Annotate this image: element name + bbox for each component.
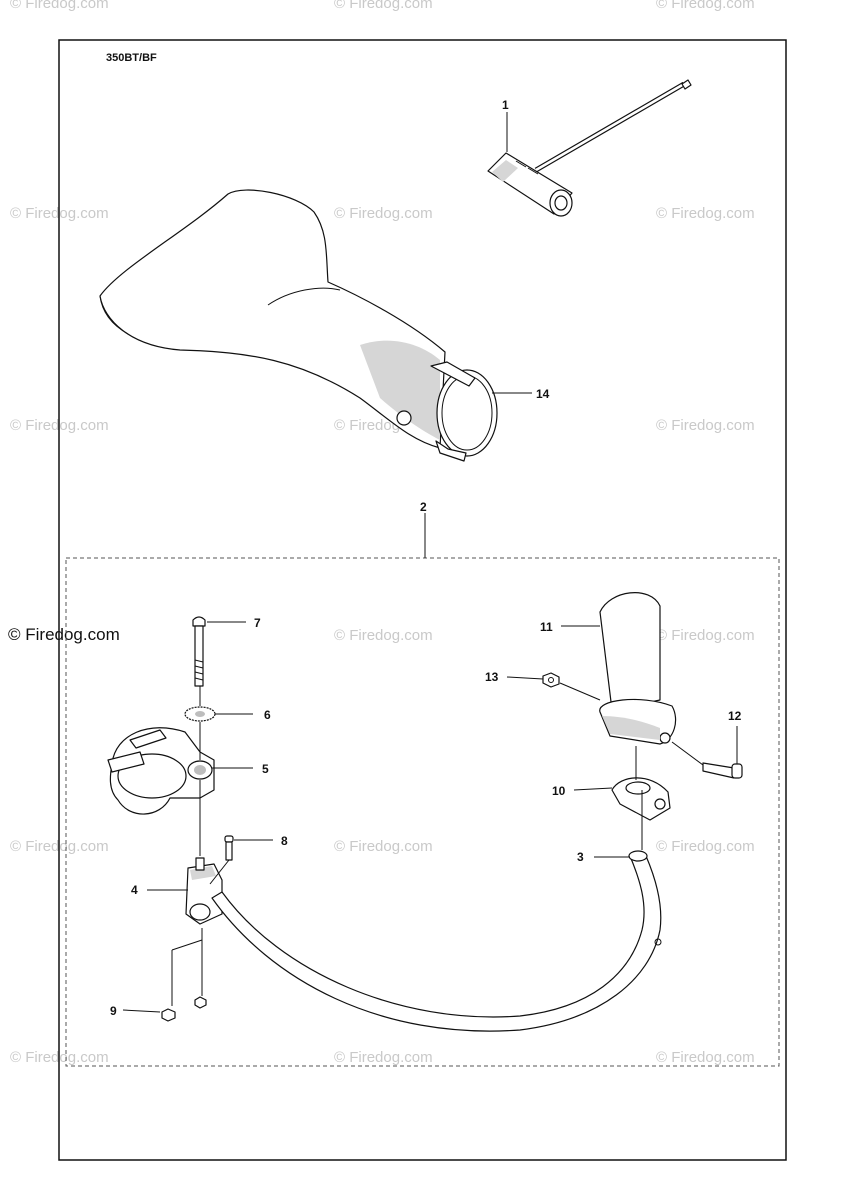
nut-handle [542,672,560,688]
washer [184,706,216,722]
callout-3: 3 [577,850,584,864]
hinge [611,777,671,821]
callout-7: 7 [254,616,261,630]
callout-13: 13 [485,670,499,684]
callout-6: 6 [264,708,271,722]
handle-kit-boundary [65,557,780,1067]
watermark: © Firedog.com [334,205,433,222]
callout-1: 1 [502,98,509,112]
watermark: © Firedog.com [656,205,755,222]
watermark: © Firedog.com [334,627,433,644]
leader-lines [122,112,738,1013]
flat-nozzle [99,189,498,462]
callout-12: 12 [728,709,742,723]
watermark: © Firedog.com [10,0,109,12]
clamp [107,727,215,815]
callout-14: 14 [536,387,550,401]
handle-bar [211,850,662,1032]
callout-10: 10 [552,784,566,798]
bracket [185,857,223,925]
callout-4: 4 [131,883,138,897]
watermark: © Firedog.com [656,838,755,855]
nut [161,996,207,1022]
watermark: © Firedog.com [656,417,755,434]
callout-5: 5 [262,762,269,776]
watermark: © Firedog.com [656,627,755,644]
diagram-frame [58,39,787,1161]
model-label: 350BT/BF [106,52,157,64]
callout-9: 9 [110,1004,117,1018]
watermarks: © Firedog.com © Firedog.com © Firedog.co… [8,0,755,1066]
watermark: © Firedog.com [656,1049,755,1066]
watermark: © Firedog.com [8,625,120,644]
callouts: 1 2 3 4 5 6 7 8 9 10 11 12 13 14 [110,98,742,1018]
watermark: © Firedog.com [656,0,755,12]
bolt [192,616,206,687]
callout-11: 11 [540,620,553,634]
watermark: © Firedog.com [334,1049,433,1066]
combination-wrench [487,79,692,217]
watermark: © Firedog.com [334,0,433,12]
bolt-handle [702,762,743,779]
watermark: © Firedog.com [334,838,433,855]
callout-2: 2 [420,500,427,514]
screw [224,835,234,861]
grip [599,592,677,745]
callout-8: 8 [281,834,288,848]
